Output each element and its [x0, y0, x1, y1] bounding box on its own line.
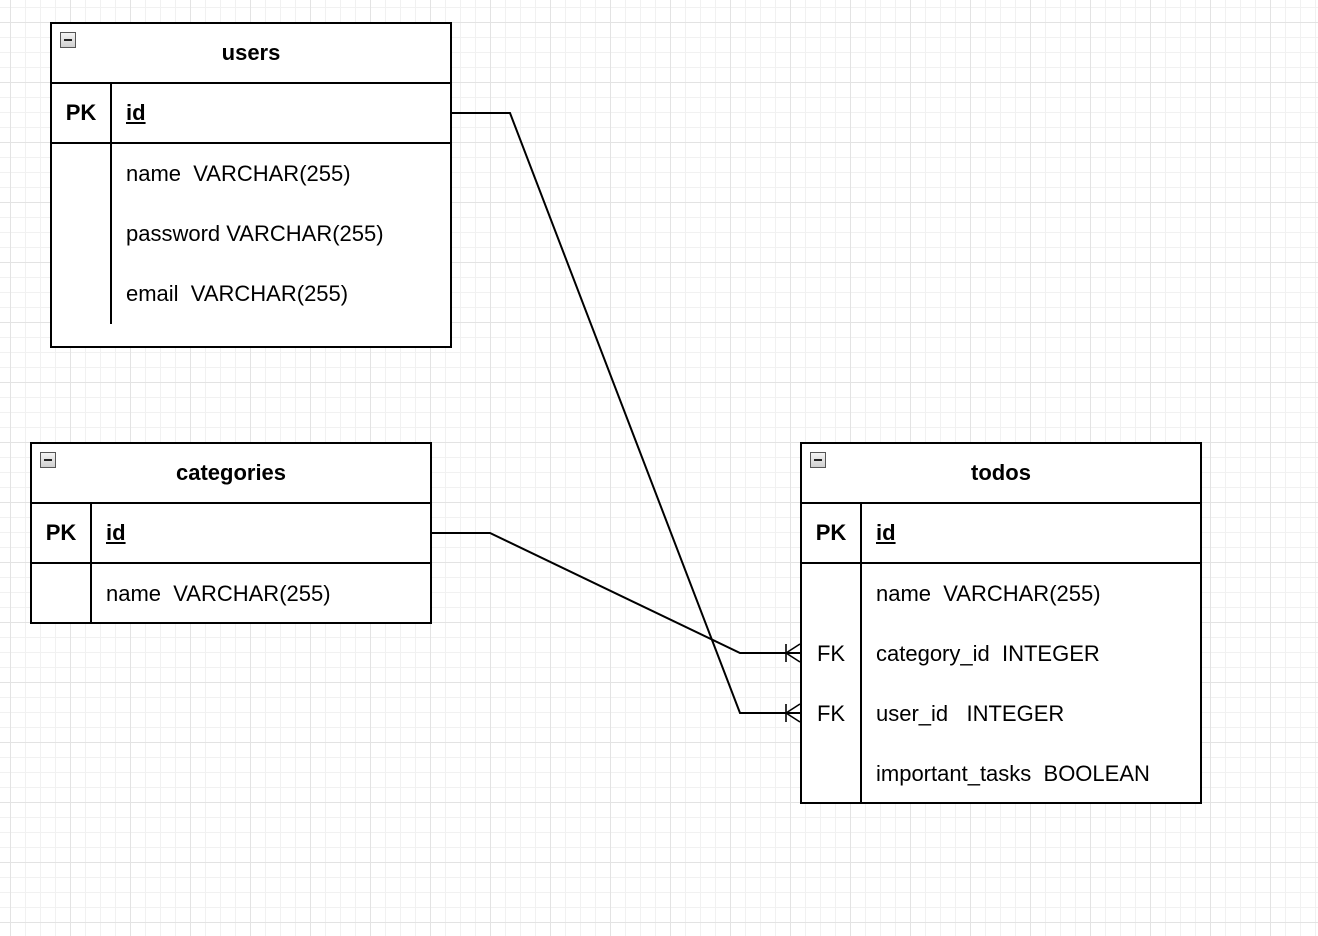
todos-category-id-row[interactable]: FK category_id INTEGER	[802, 624, 1200, 684]
fk-label: FK	[802, 684, 862, 744]
todos-category-id-field: category_id INTEGER	[876, 641, 1100, 666]
key-cell	[802, 564, 862, 624]
categories-todos-connector[interactable]	[430, 532, 800, 654]
key-cell	[52, 264, 112, 324]
users-spacer	[52, 324, 450, 348]
users-email-row[interactable]: email VARCHAR(255)	[52, 264, 450, 324]
categories-table-header[interactable]: categories	[32, 444, 430, 504]
todos-table[interactable]: todos PK id name VARCHAR(255) FK categor…	[800, 442, 1202, 804]
fk-label: FK	[802, 624, 862, 684]
categories-name-row[interactable]: name VARCHAR(255)	[32, 564, 430, 624]
users-password-field: password VARCHAR(255)	[126, 221, 384, 246]
pk-label: PK	[52, 84, 112, 142]
key-cell	[802, 744, 862, 804]
collapse-icon[interactable]	[60, 32, 76, 48]
todos-pk-row[interactable]: PK id	[802, 504, 1200, 564]
spacer-cell	[52, 324, 112, 348]
users-table-header[interactable]: users	[52, 24, 450, 84]
pk-label: PK	[32, 504, 92, 562]
todos-name-field: name VARCHAR(255)	[876, 581, 1101, 606]
users-name-field: name VARCHAR(255)	[126, 161, 351, 186]
users-id-field: id	[126, 100, 146, 125]
todos-id-field: id	[876, 520, 896, 545]
users-pk-row[interactable]: PK id	[52, 84, 450, 144]
key-cell	[52, 204, 112, 264]
crow-foot-category	[785, 643, 801, 663]
todos-important-tasks-field: important_tasks BOOLEAN	[876, 761, 1150, 786]
users-email-field: email VARCHAR(255)	[126, 281, 349, 306]
todos-user-id-field: user_id INTEGER	[876, 701, 1065, 726]
users-todos-connector[interactable]	[450, 112, 800, 714]
collapse-icon[interactable]	[40, 452, 56, 468]
categories-name-field: name VARCHAR(255)	[106, 581, 331, 606]
todos-user-id-row[interactable]: FK user_id INTEGER	[802, 684, 1200, 744]
todos-table-title: todos	[971, 460, 1031, 485]
categories-pk-row[interactable]: PK id	[32, 504, 430, 564]
key-cell	[32, 564, 92, 624]
categories-table[interactable]: categories PK id name VARCHAR(255)	[30, 442, 432, 624]
todos-important-tasks-row[interactable]: important_tasks BOOLEAN	[802, 744, 1200, 804]
users-table-title: users	[221, 40, 281, 65]
users-password-row[interactable]: password VARCHAR(255)	[52, 204, 450, 264]
crow-foot-user	[785, 703, 801, 723]
key-cell	[52, 144, 112, 204]
todos-name-row[interactable]: name VARCHAR(255)	[802, 564, 1200, 624]
categories-id-field: id	[106, 520, 126, 545]
collapse-icon[interactable]	[810, 452, 826, 468]
categories-table-title: categories	[175, 460, 287, 485]
users-table[interactable]: users PK id name VARCHAR(255) password V…	[50, 22, 452, 348]
todos-table-header[interactable]: todos	[802, 444, 1200, 504]
pk-label: PK	[802, 504, 862, 562]
users-name-row[interactable]: name VARCHAR(255)	[52, 144, 450, 204]
